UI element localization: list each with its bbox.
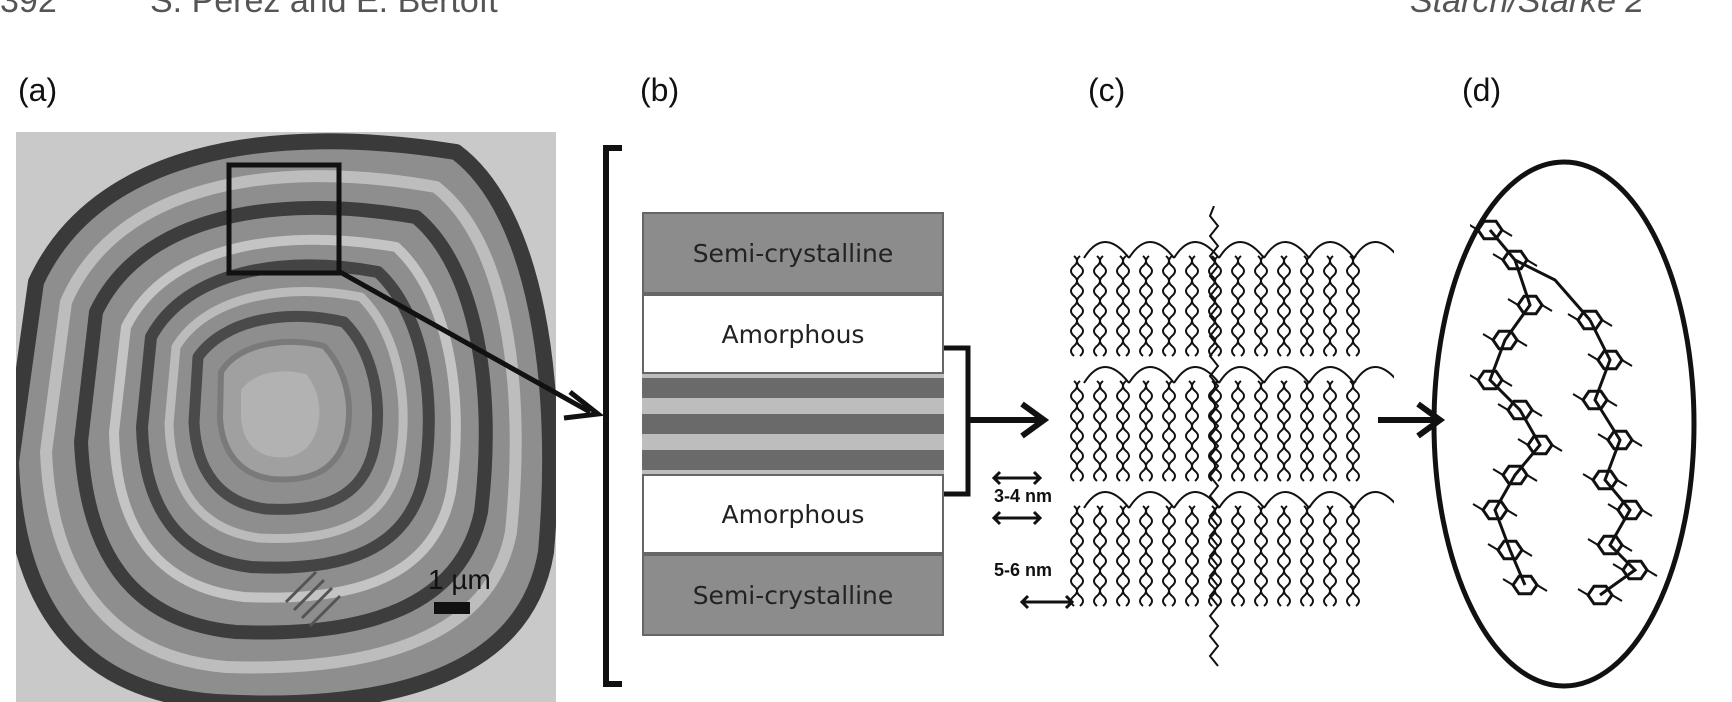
lamellae-stack [642, 374, 944, 474]
panel-label-b: (b) [640, 72, 680, 108]
amylopectin-cluster-model [1064, 205, 1400, 676]
dim-label-3-4nm: 3-4 nm [994, 486, 1053, 506]
layer-semi-crystalline-top: Semi-crystalline [642, 212, 944, 294]
layer-amorphous-bottom: Amorphous [642, 474, 944, 554]
header-journal: Starch/Stärke 2 [1410, 0, 1645, 20]
layer-amorphous-top: Amorphous [642, 294, 944, 374]
scale-bar [434, 602, 470, 614]
dim-label-5-6nm: 5-6 nm [994, 560, 1053, 580]
page-number: 392 [0, 0, 57, 20]
layer-semi-crystalline-bottom: Semi-crystalline [642, 554, 944, 636]
header-authors: S. Pérez and E. Bertoft [150, 0, 498, 20]
panel-label-d: (d) [1462, 72, 1502, 108]
panel-label-c: (c) [1088, 72, 1126, 108]
double-helix-structure [1467, 210, 1660, 620]
granule-micrograph: 1 µm [16, 132, 556, 702]
panel-label-a: (a) [18, 72, 58, 108]
scale-bar-label: 1 µm [428, 564, 491, 595]
